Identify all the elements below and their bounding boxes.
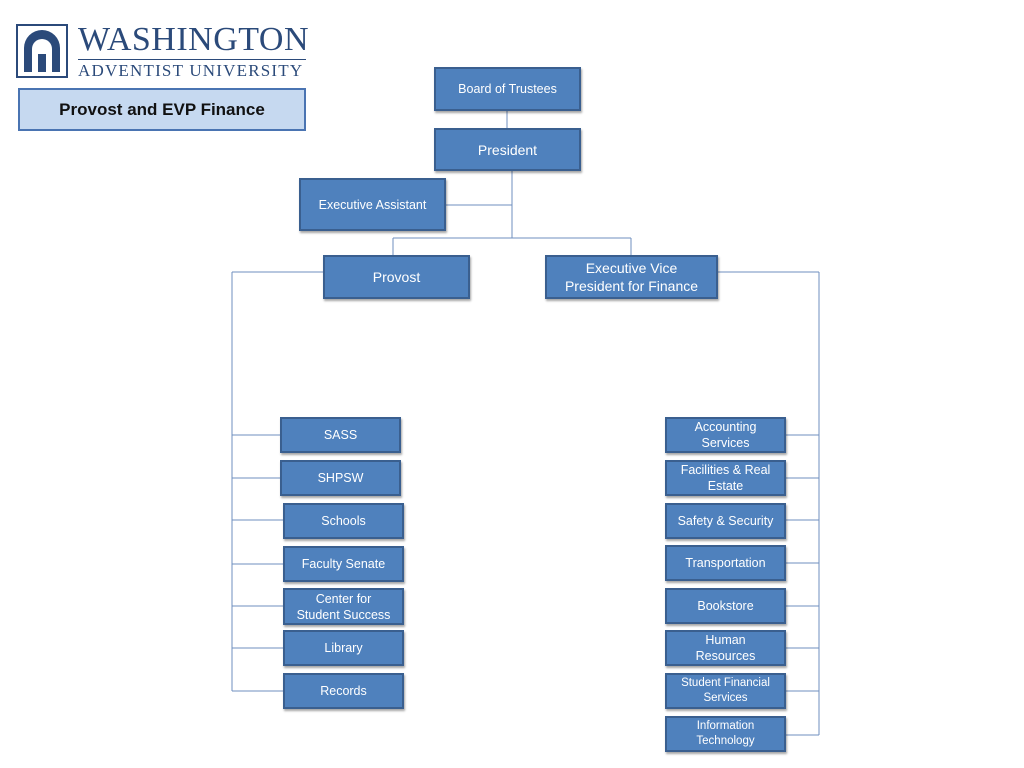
node-label: SASS	[323, 428, 358, 442]
node-label: Bookstore	[697, 599, 754, 613]
node-accounting-services: Accounting Services	[665, 417, 786, 453]
node-provost: Provost	[323, 255, 470, 299]
node-executive-assistant: Executive Assistant	[299, 178, 446, 231]
node-information-technology: Information Technology	[665, 716, 786, 752]
node-student-financial-services: Student Financial Services	[665, 673, 786, 709]
node-human-resources: Human Resources	[665, 630, 786, 666]
node-label: Facilities & Real Estate	[680, 463, 771, 493]
university-logo: WASHINGTON ADVENTIST UNIVERSITY	[16, 22, 316, 82]
node-board-of-trustees: Board of Trustees	[434, 67, 581, 111]
node-label: Human Resources	[695, 633, 756, 663]
node-label: Student Financial Services	[681, 677, 770, 704]
node-label: Executive Assistant	[318, 197, 427, 212]
node-label: Information Technology	[696, 720, 755, 747]
node-label: Library	[324, 641, 363, 655]
node-label: Schools	[321, 514, 366, 528]
node-label: President	[477, 141, 538, 158]
node-president: President	[434, 128, 581, 171]
logo-text-washington: WASHINGTON	[78, 21, 310, 58]
node-bookstore: Bookstore	[665, 588, 786, 624]
logo-text-adventist-university: ADVENTIST UNIVERSITY	[78, 61, 304, 80]
page-title: Provost and EVP Finance	[18, 88, 306, 131]
arch-logo-icon	[16, 24, 68, 78]
node-safety-security: Safety & Security	[665, 503, 786, 539]
node-label: Board of Trustees	[458, 82, 557, 96]
node-label: Accounting Services	[694, 420, 757, 450]
node-records: Records	[283, 673, 404, 709]
node-label: SHPSW	[317, 471, 364, 485]
node-label: Safety & Security	[677, 514, 774, 528]
logo-divider	[78, 59, 306, 60]
node-label: Faculty Senate	[301, 557, 386, 571]
node-faculty-senate: Faculty Senate	[283, 546, 404, 582]
node-label: Records	[320, 684, 367, 698]
node-schools: Schools	[283, 503, 404, 539]
node-shpsw: SHPSW	[280, 460, 401, 496]
node-center-for-student-success: Center for Student Success	[283, 588, 404, 625]
node-label: Provost	[372, 269, 421, 285]
node-sass: SASS	[280, 417, 401, 453]
node-facilities-real-estate: Facilities & Real Estate	[665, 460, 786, 496]
node-label: Transportation	[685, 556, 766, 570]
node-library: Library	[283, 630, 404, 666]
node-transportation: Transportation	[665, 545, 786, 581]
node-evp-finance: Executive Vice President for Finance	[545, 255, 718, 299]
node-label: Executive Vice President for Finance	[564, 260, 699, 294]
node-label: Center for Student Success	[296, 591, 391, 622]
